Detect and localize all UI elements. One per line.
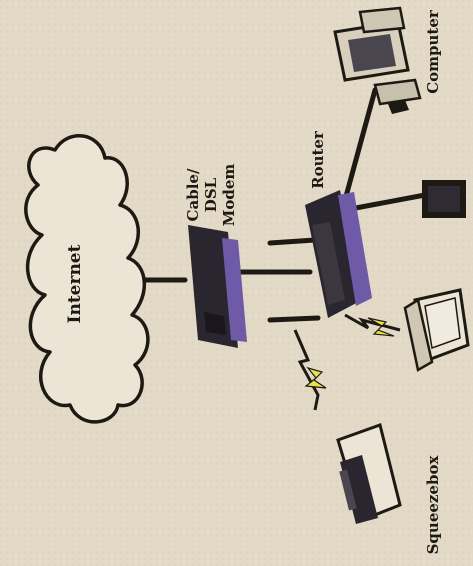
- computer-label: Computer: [424, 9, 442, 94]
- computer-tower: [360, 8, 404, 32]
- modem-label-line1: Cable/: [184, 168, 202, 221]
- computer-screen: [348, 34, 396, 72]
- router-antenna-bottom: [270, 318, 318, 320]
- router-antenna-top: [270, 240, 315, 243]
- laptop-display: [425, 298, 460, 348]
- router-label: Router: [309, 130, 327, 189]
- wired-device: [422, 180, 466, 218]
- squeezebox-label: Squeezebox: [424, 455, 442, 555]
- modem-label-line3: Modem: [220, 164, 238, 227]
- wired-device-face: [428, 186, 460, 212]
- modem-label-line2: DSL: [202, 177, 220, 212]
- internet-label: Internet: [65, 244, 85, 323]
